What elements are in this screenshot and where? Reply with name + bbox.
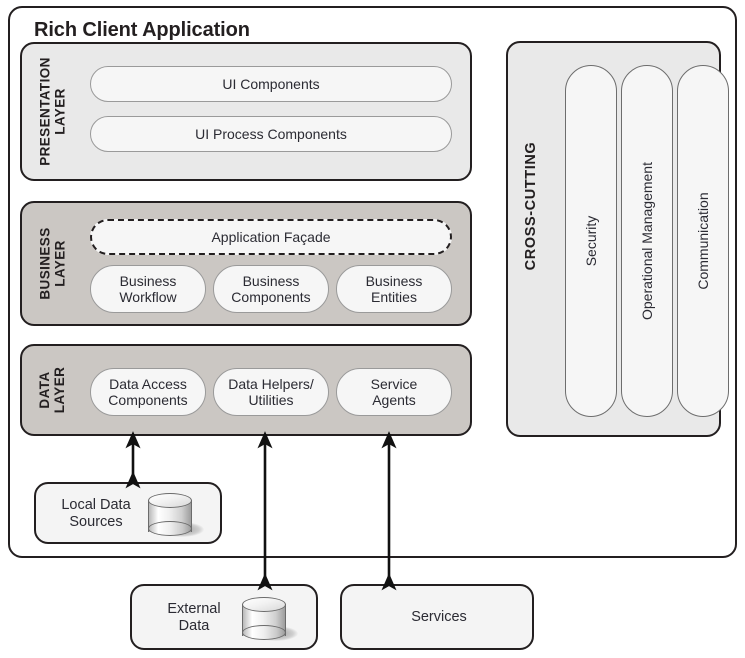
business-layer-caption-slot: BUSINESS LAYER <box>22 203 84 324</box>
database-icon <box>242 597 298 643</box>
component-business-workflow[interactable]: Business Workflow <box>90 265 206 313</box>
page-title: Rich Client Application <box>34 19 250 41</box>
component-service-agents-label: Service Agents <box>370 375 418 408</box>
presentation-layer: PRESENTATION LAYER UI Components UI Proc… <box>20 42 472 181</box>
component-ui-components-label: UI Components <box>222 75 320 92</box>
component-business-entities-label: Business Entities <box>365 272 423 305</box>
cross-cutting-pillar-operational-management-label: Operational Management <box>639 162 655 320</box>
component-ui-process-components-label: UI Process Components <box>195 125 347 142</box>
cross-cutting-pillar-security-label: Security <box>583 215 599 267</box>
component-data-access-components[interactable]: Data Access Components <box>90 368 206 416</box>
cross-cutting-pillar-communication[interactable]: Communication <box>677 65 729 417</box>
store-services[interactable]: Services <box>340 584 534 650</box>
component-ui-components[interactable]: UI Components <box>90 66 452 102</box>
component-service-agents[interactable]: Service Agents <box>336 368 452 416</box>
component-application-facade-label: Application Façade <box>211 228 331 245</box>
presentation-layer-caption-slot: PRESENTATION LAYER <box>22 44 84 179</box>
cross-cutting-pillar-communication-label: Communication <box>695 192 711 290</box>
data-layer: DATA LAYER Data Access Components Data H… <box>20 344 472 436</box>
store-services-label: Services <box>411 609 467 625</box>
component-application-facade[interactable]: Application Façade <box>90 219 452 255</box>
component-data-helpers-utilities-label: Data Helpers/ Utilities <box>228 375 314 408</box>
data-layer-label: DATA LAYER <box>37 366 67 414</box>
component-business-components-label: Business Components <box>231 272 311 305</box>
cross-cutting-panel: CROSS-CUTTING Security Operational Manag… <box>506 41 729 437</box>
cross-cutting-pillar-operational-management[interactable]: Operational Management <box>621 65 673 417</box>
cross-cutting-pillar-security[interactable]: Security <box>565 65 617 417</box>
data-layer-caption-slot: DATA LAYER <box>22 346 84 434</box>
database-icon <box>148 493 204 539</box>
component-ui-process-components[interactable]: UI Process Components <box>90 116 452 152</box>
store-external-data[interactable]: External Data <box>130 584 318 650</box>
business-layer: BUSINESS LAYER Application Façade Busine… <box>20 201 472 326</box>
store-external-data-label: External Data <box>167 601 221 635</box>
component-business-entities[interactable]: Business Entities <box>336 265 452 313</box>
store-local-data-sources[interactable]: Local Data Sources <box>34 482 222 544</box>
component-data-helpers-utilities[interactable]: Data Helpers/ Utilities <box>213 368 329 416</box>
store-local-data-sources-label: Local Data Sources <box>61 497 131 531</box>
component-business-components[interactable]: Business Components <box>213 265 329 313</box>
component-data-access-components-label: Data Access Components <box>108 375 188 408</box>
cross-cutting-label: CROSS-CUTTING <box>523 141 539 271</box>
component-business-workflow-label: Business Workflow <box>119 272 177 305</box>
